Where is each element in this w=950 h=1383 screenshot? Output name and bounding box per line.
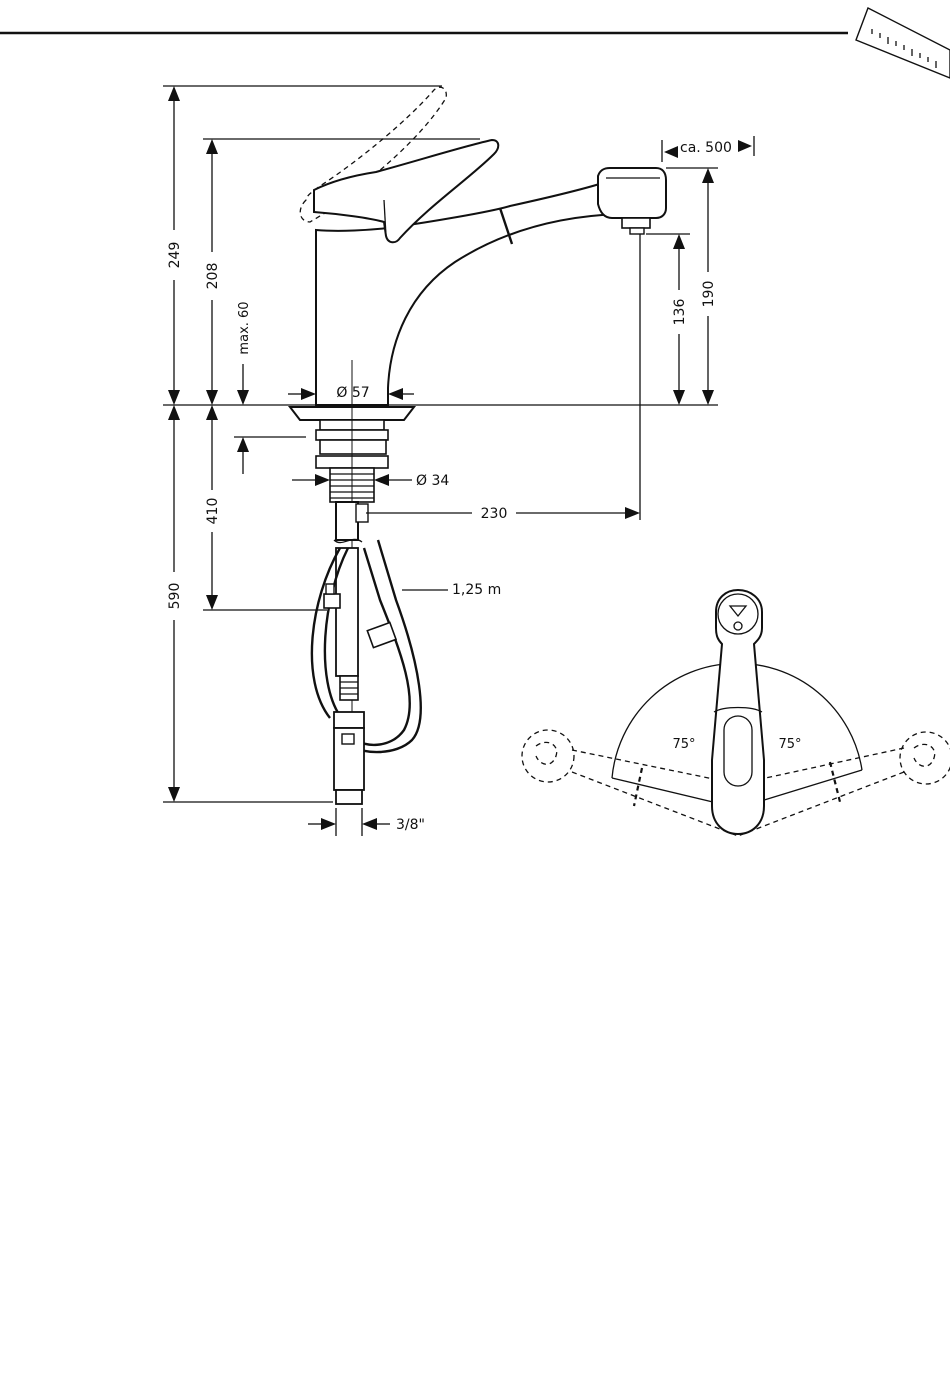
dim-hose-label: 1,25 m [452, 582, 501, 598]
dim-hose-length: 1,25 m [402, 582, 501, 598]
dim-190-label: 190 [701, 281, 717, 308]
dim-dia57: Ø 57 [288, 385, 414, 401]
dim-208-label: 208 [205, 263, 221, 290]
angle-right-label: 75° [778, 737, 801, 752]
dim-pullout: ca. 500 [662, 136, 754, 162]
dim-410-label: 410 [205, 498, 221, 525]
angle-left-label: 75° [672, 737, 695, 752]
dim-410: 410 [205, 405, 221, 610]
pullout-head [598, 168, 666, 218]
dim-pullout-label: ca. 500 [680, 140, 732, 156]
dim-connection-label: 3/8" [396, 817, 425, 833]
dim-208: 208 [205, 139, 221, 405]
dim-590-label: 590 [167, 583, 183, 610]
dim-136: 136 [646, 234, 690, 405]
dim-max60: max. 60 [237, 301, 252, 474]
dim-230-label: 230 [481, 506, 508, 522]
dim-connection: 3/8" [308, 808, 425, 836]
dim-590: 590 [167, 405, 183, 802]
dim-dia34-label: Ø 34 [416, 473, 449, 489]
dim-max60-label: max. 60 [237, 301, 252, 354]
dim-136-label: 136 [672, 299, 688, 326]
dim-dia57-label: Ø 57 [336, 385, 369, 401]
dim-249-label: 249 [167, 242, 183, 269]
dim-249: 249 [167, 86, 183, 405]
dim-190: 190 [666, 168, 718, 405]
ruler-icon [856, 8, 950, 78]
faucet-side-view [290, 87, 666, 804]
top-view-lever-swing: 75° 75° [522, 590, 950, 836]
